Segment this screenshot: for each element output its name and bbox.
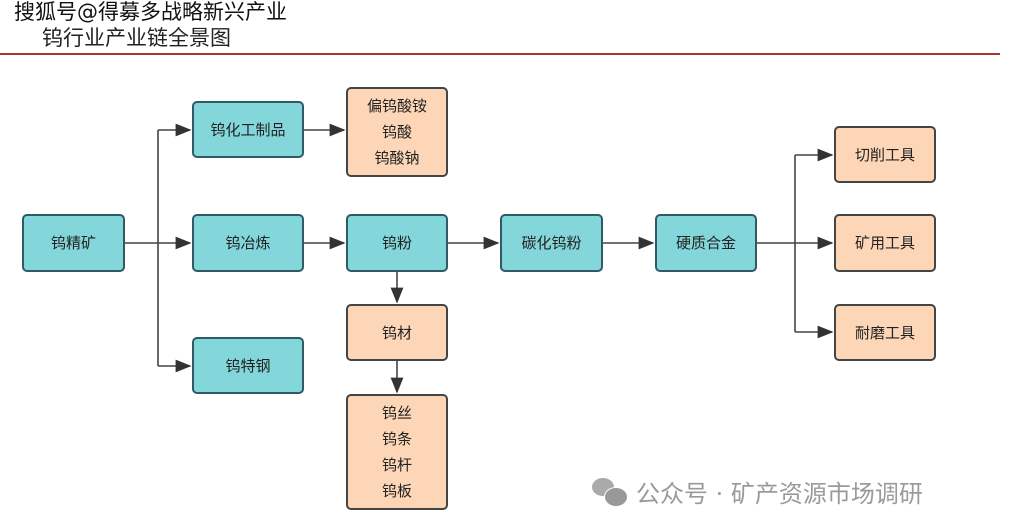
node-label: 硬质合金 xyxy=(675,234,736,252)
wechat-icon xyxy=(592,477,628,507)
node-powder: 钨粉 xyxy=(346,214,448,272)
node-label: 钨酸 xyxy=(381,123,412,141)
node-hardmetal: 硬质合金 xyxy=(655,214,757,272)
node-cutting-tools: 切削工具 xyxy=(834,126,936,183)
node-label: 钨特钢 xyxy=(225,356,271,375)
node-chemical: 钨化工制品 xyxy=(192,101,304,158)
node-special-steel: 钨特钢 xyxy=(192,337,304,394)
node-material-products: 钨丝 钨条 钨杆 钨板 xyxy=(346,394,448,510)
node-label: 钨条 xyxy=(381,430,412,448)
node-label: 偏钨酸铵 xyxy=(366,97,427,115)
node-smelting: 钨冶炼 xyxy=(192,214,304,272)
node-label: 钨粉 xyxy=(381,234,412,252)
node-label: 钨冶炼 xyxy=(225,234,271,252)
node-label: 钨材 xyxy=(381,323,412,342)
title-divider xyxy=(0,53,1000,55)
node-label: 钨精矿 xyxy=(50,234,96,252)
node-label: 钨板 xyxy=(381,482,412,500)
node-label: 钨化工制品 xyxy=(210,120,286,139)
watermark: 搜狐号@得募多战略新兴产业 xyxy=(14,0,287,24)
footer-watermark: 公众号 · 矿产资源市场调研 xyxy=(592,474,923,509)
node-label: 切削工具 xyxy=(854,145,915,164)
node-label: 矿用工具 xyxy=(854,234,915,252)
node-label: 钨酸钠 xyxy=(374,149,420,167)
page-title: 钨行业产业链全景图 xyxy=(42,26,231,50)
node-carbide: 碳化钨粉 xyxy=(500,214,603,272)
node-label: 碳化钨粉 xyxy=(521,234,582,252)
node-label: 耐磨工具 xyxy=(854,323,915,342)
node-mining-tools: 矿用工具 xyxy=(834,214,936,272)
node-material: 钨材 xyxy=(346,304,448,361)
node-ore: 钨精矿 xyxy=(22,214,125,272)
footer-text: 公众号 · 矿产资源市场调研 xyxy=(636,480,923,508)
node-chemical-products: 偏钨酸铵 钨酸 钨酸钠 xyxy=(346,87,448,177)
node-label: 钨丝 xyxy=(381,404,412,422)
node-label: 钨杆 xyxy=(381,456,412,474)
node-wear-tools: 耐磨工具 xyxy=(834,304,936,361)
